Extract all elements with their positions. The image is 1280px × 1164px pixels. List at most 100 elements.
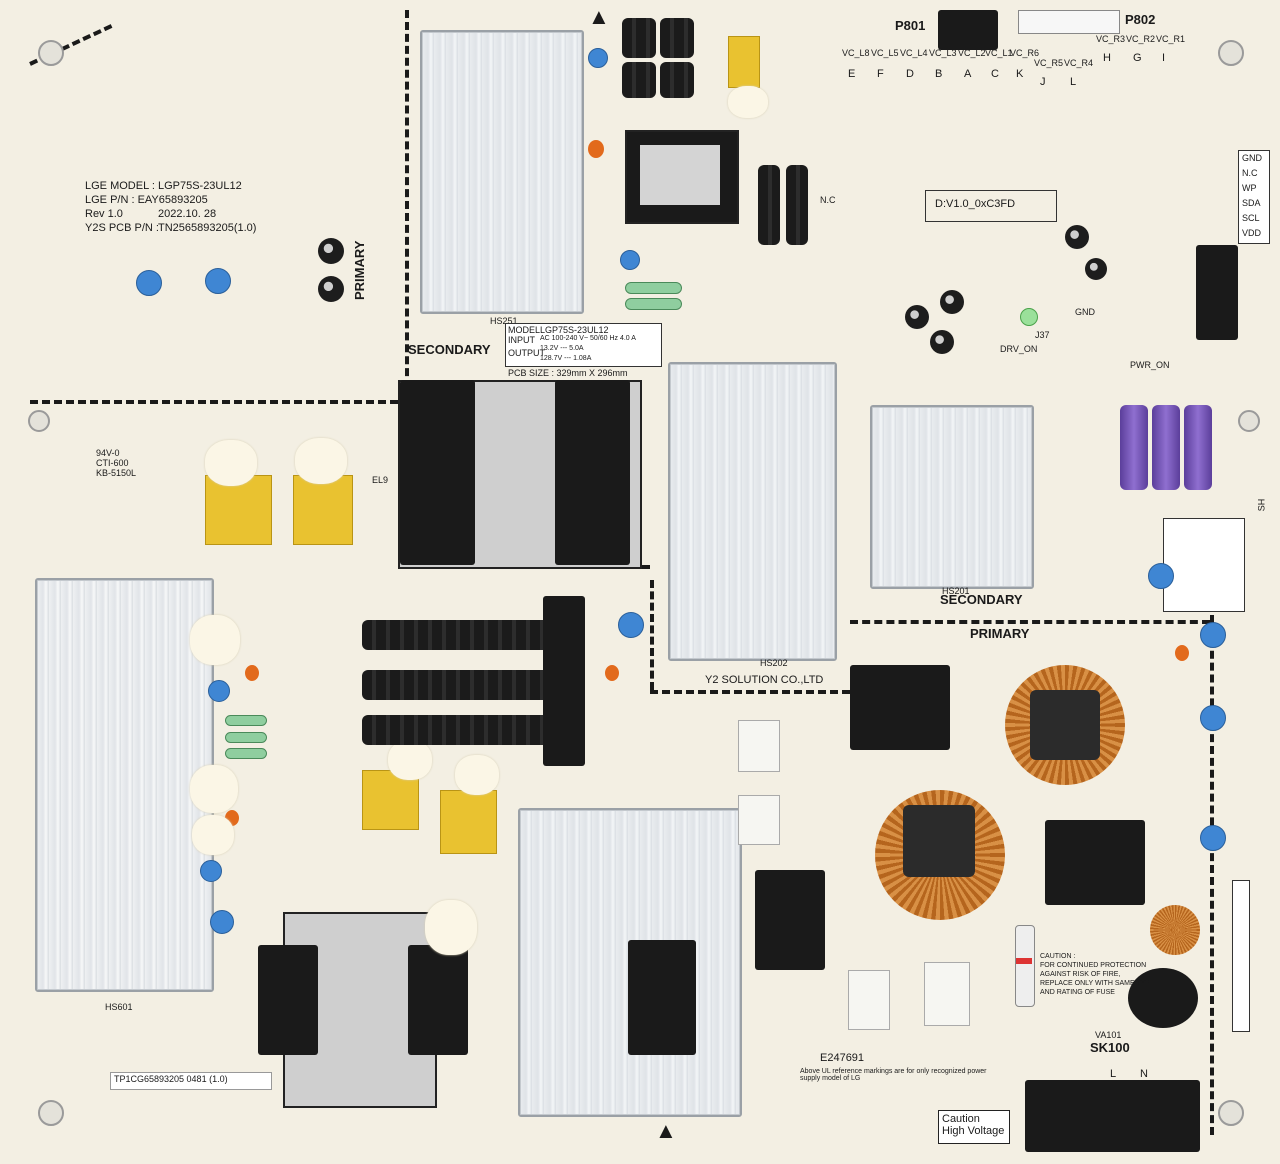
capacitor-top-4 [660,62,694,98]
sk100-label: SK100 [1090,1040,1130,1055]
resistor-r608 [225,732,267,743]
glue-blob-t102 [425,900,477,955]
vc-letter-b: B [935,68,943,80]
vc-label-r2: VC_R2 [1126,34,1156,44]
capacitor-purple-2 [1152,405,1180,490]
vc-letter-a: A [964,68,972,80]
capacitor-purple-3 [1184,405,1212,490]
pwr-on-label: PWR_ON [1130,360,1170,370]
capacitor-ska-3 [362,715,552,745]
connector-p802 [1018,10,1120,34]
y-capacitor-c106 [293,475,353,545]
vc-label-r6: VC_R6 [1010,48,1040,58]
vc-letter-h: H [1103,52,1111,64]
choke-lf101 [850,665,950,750]
refdes-ld801: J37 [1035,330,1050,340]
choke-block-mid [755,870,825,970]
capacitor-top-2 [660,18,694,58]
bridge-rectifier [628,940,696,1055]
glue-blob-c602 [455,755,499,795]
blue-cap-c608 [208,680,230,702]
heatsink-hs601 [35,578,214,992]
screw-hole-top-left [38,40,64,66]
section-primary-right: PRIMARY [970,626,1030,641]
vc-label-l3: VC_L3 [929,48,957,58]
transformer-t101-core-right [555,380,630,565]
capacitor-purple-1 [1120,405,1148,490]
screw-hole-mid-right [1238,410,1260,432]
partition-line-mid [650,580,654,690]
spec-model: LGP75S-23UL12 [540,325,609,335]
glue-blob-left-1 [190,615,240,665]
gnd-label: GND [1075,307,1095,317]
vc-letter-f: F [877,68,884,80]
partition-line-left-horizontal [30,400,410,404]
vc-label-l8: VC_L8 [842,48,870,58]
connector-hd101 [543,596,585,766]
vc-label-r1: VC_R1 [1156,34,1186,44]
transformer-small-label [640,145,720,205]
blue-cap-c821 [1020,308,1038,326]
barcode-text: TP1CG65893205 0481 (1.0) [114,1074,228,1084]
caution-fuse-text: CAUTION : FOR CONTINUED PROTECTION AGAIN… [1040,953,1155,996]
ecap-c812 [940,290,964,314]
fuse-element [1016,958,1032,964]
glue-blob-left-2 [190,765,238,813]
capacitor-ska-1 [362,620,552,650]
vc-label-l1: VC_L1 [985,48,1013,58]
socket-l-label: L [1110,1068,1117,1080]
partition-line-right-diag [850,620,1210,624]
ecap-c112 [318,238,344,264]
refdes-t101: EL9 [372,475,389,485]
board-pcb-pn-label: Y2S PCB P/N : [85,222,159,234]
caution-hv-text: Caution High Voltage [942,1113,1005,1137]
connector-p802-label: P802 [1125,12,1156,27]
vc-letter-k: K [1016,68,1024,80]
section-primary-left: PRIMARY [352,240,367,300]
choke-block-right [1045,820,1145,905]
y-capacitor-c602 [440,790,497,854]
spec-out2: 128.7V --- 1.08A [540,355,592,362]
y-capacitor-c601 [362,770,419,830]
arrow-up-bottom: ▲ [655,1118,677,1143]
vc-label-r5: VC_R5 [1034,58,1064,68]
orange-cap-d255 [588,140,604,158]
socket-n-label: N [1140,1068,1148,1080]
blue-cap-cy102 [1200,705,1226,731]
glue-blob-top [728,86,768,118]
firmware-text: D:V1.0_0xC3FD [935,198,1016,210]
board-model-text: LGE MODEL : LGP75S-23UL12 [85,180,242,192]
spec-table: MODEL LGP75S-23UL12 INPUT AC 100-240 V~ … [505,323,662,367]
connector-p801 [938,10,998,50]
ntc-th105 [924,962,970,1026]
barcode-label [110,1072,272,1090]
vc-label-l5: VC_L5 [871,48,899,58]
partition-line-right-vertical [1210,615,1214,1135]
right-test-strip [1232,880,1250,1032]
heatsink-hs201 [870,405,1034,589]
vc-letter-l: L [1070,76,1077,88]
resistor-r607 [225,748,267,759]
screw-hole-top-right [1218,40,1244,66]
blue-cap-c101 [136,270,162,296]
section-secondary-left: SECONDARY [408,342,491,357]
board-pcb-pn-text: TN2565893205(1.0) [158,222,257,234]
pin-vdd: VDD [1242,228,1262,238]
pin-gnd: GND [1242,153,1262,163]
pin-wp: WP [1242,183,1257,193]
vc-label-l2: VC_L2 [958,48,986,58]
orange-cap-lb104 [1175,645,1189,661]
screw-hole-bottom-right [1218,1100,1244,1126]
flame-rating-label: 94V-0 CTI-600 KB-5150L [96,448,137,478]
board-rev-text: Rev 1.0 [85,208,123,220]
fuse [1015,925,1035,1007]
pin-nc: N.C [1242,168,1258,178]
blue-cap-cy104 [1200,622,1226,648]
connector-p801-label: P801 [895,18,926,33]
capacitor-c254 [758,165,780,245]
toroid-lf102-core [903,805,975,877]
p201-pin-table [1163,518,1245,612]
ntc-th103 [738,795,780,845]
vc-letter-e: E [848,68,856,80]
blue-cap-cy131 [618,612,644,638]
